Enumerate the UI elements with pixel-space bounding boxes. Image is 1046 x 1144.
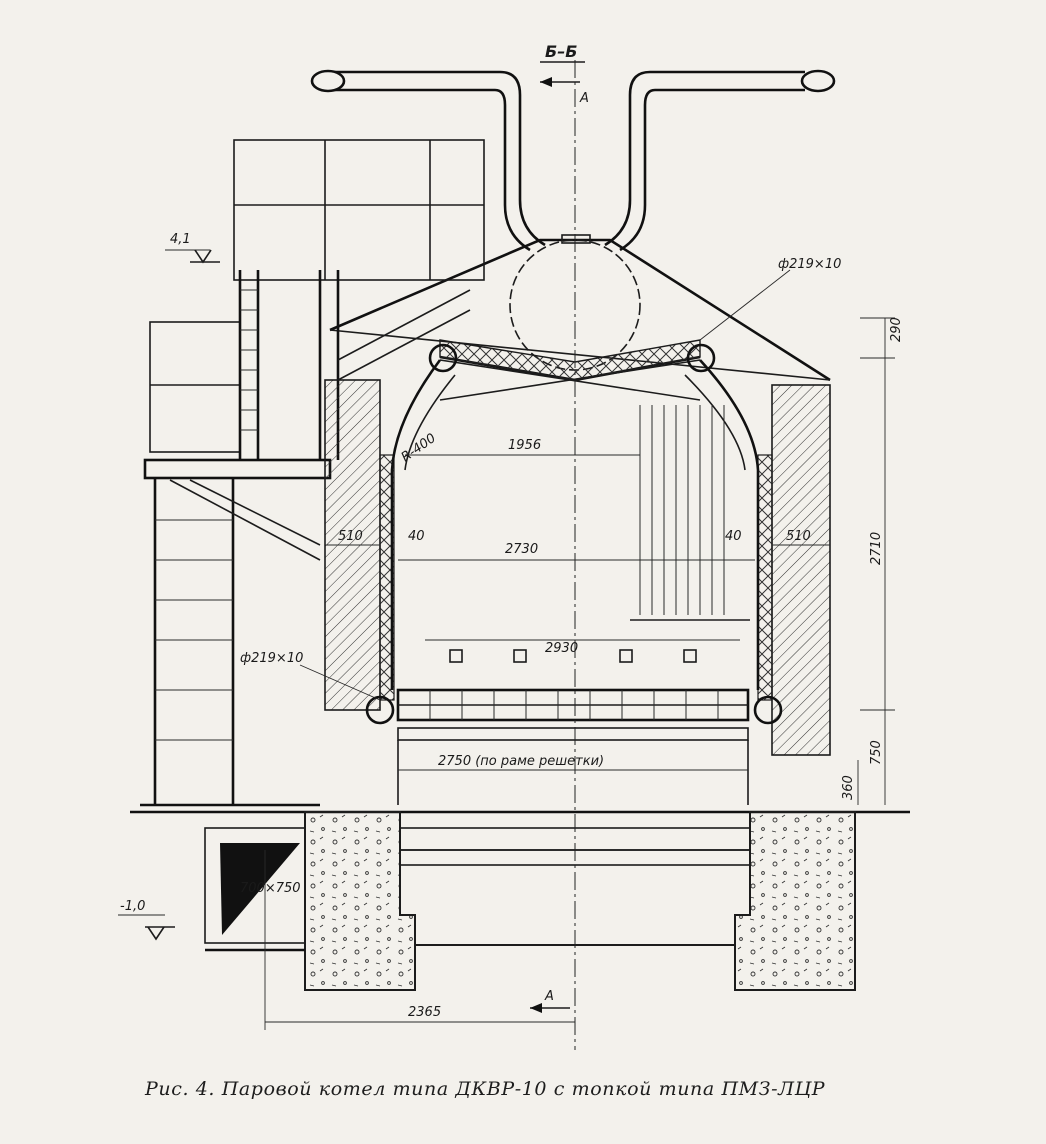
furnace-walls [324, 379, 831, 756]
dimension-lines [264, 269, 895, 1030]
headers [365, 343, 783, 725]
cut-arrow-top [540, 61, 585, 87]
dim-1956: 1956 [508, 438, 541, 453]
cut-marker-top: А [579, 91, 589, 106]
upper-platform [149, 139, 485, 453]
level-marker-bottom [118, 914, 175, 941]
dim-290: 290 [889, 317, 904, 342]
staircase-lower [140, 458, 332, 807]
dim-510-right: 510 [786, 529, 811, 544]
boiler-drum [329, 234, 831, 382]
chain-grate [396, 649, 750, 805]
dim-duct: 700×750 [240, 881, 301, 896]
dim-2710: 2710 [869, 532, 884, 565]
figure-caption: Рис. 4. Паровой котел типа ДКВР-10 с топ… [145, 1078, 826, 1100]
cut-marker-bottom: А [544, 989, 554, 1004]
dim-2365: 2365 [408, 1005, 441, 1020]
radius-label: R-400 [399, 431, 439, 465]
dim-360: 360 [841, 775, 856, 800]
cut-arrow-bottom [530, 1003, 570, 1013]
section-label: Б–Б [545, 42, 577, 61]
dim-40-left: 40 [408, 529, 425, 544]
dim-40-right: 40 [725, 529, 742, 544]
dim-2930: 2930 [545, 641, 578, 656]
dim-2730: 2730 [505, 542, 538, 557]
dim-750: 750 [869, 740, 884, 765]
pipe-left-label: ф219×10 [240, 651, 303, 666]
upper-steam-pipes [310, 69, 836, 252]
dim-510-left: 510 [338, 529, 363, 544]
level-marker-top [165, 249, 220, 264]
foundation [130, 810, 910, 991]
level-top-label: 4,1 [170, 232, 191, 247]
pipe-top-label: ф219×10 [778, 257, 841, 272]
furnace-tubes [390, 339, 760, 690]
level-bottom-label: -1,0 [120, 899, 145, 914]
dim-grate: 2750 (по раме решетки) [438, 754, 604, 769]
